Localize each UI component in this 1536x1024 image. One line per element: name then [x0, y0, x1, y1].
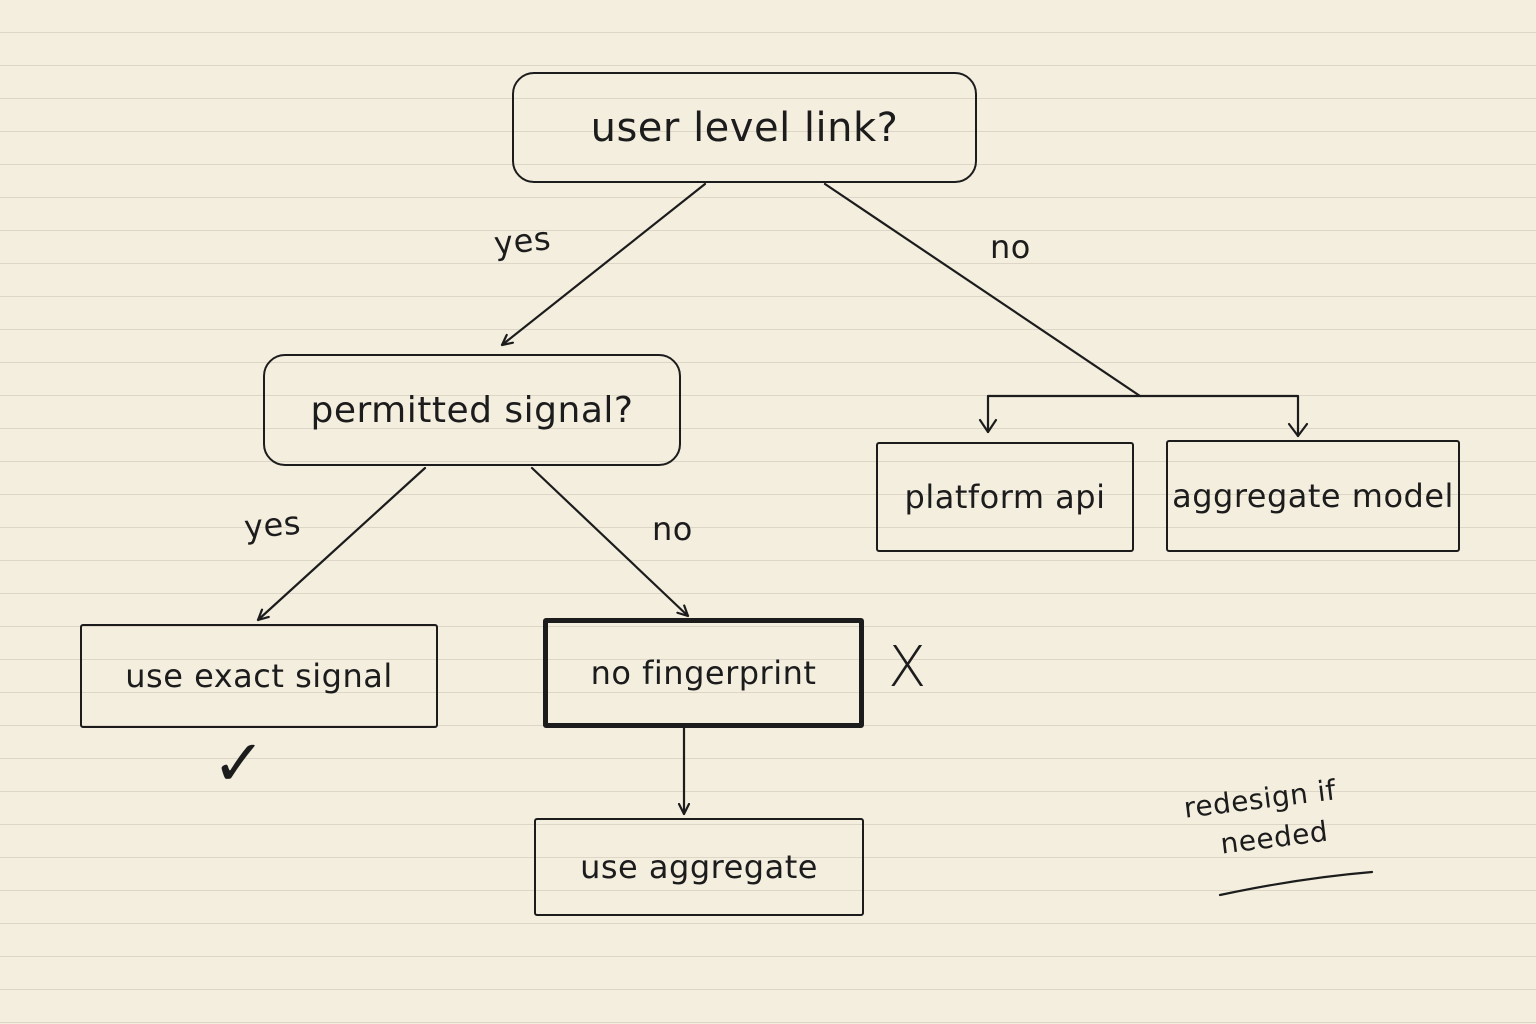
- decision-permitted-signal-label: permitted signal?: [310, 389, 634, 431]
- box-use-exact-signal: use exact signal: [80, 624, 438, 728]
- arrowhead-platform-api: [978, 418, 998, 434]
- edge-label-permitted-no: no: [652, 510, 693, 548]
- edge-label-permitted-yes: yes: [242, 503, 303, 547]
- decision-user-level-link: user level link?: [512, 72, 977, 183]
- edge-permitted-to-nofingerprint: [530, 466, 690, 618]
- edge-root-to-split: [823, 182, 1142, 398]
- edge-permitted-to-exact: [256, 466, 427, 622]
- box-aggregate-model-label: aggregate model: [1172, 477, 1454, 515]
- box-aggregate-model: aggregate model: [1166, 440, 1460, 552]
- box-use-aggregate: use aggregate: [534, 818, 864, 916]
- edge-split-bracket: [986, 394, 1300, 438]
- box-platform-api-label: platform api: [904, 478, 1106, 516]
- note-line-2: needed: [1218, 814, 1330, 861]
- box-use-exact-signal-label: use exact signal: [125, 657, 393, 695]
- note-underline: [1218, 870, 1374, 897]
- edge-label-root-no: no: [990, 228, 1031, 266]
- edge-root-to-permitted: [500, 182, 707, 347]
- edge-label-root-yes: yes: [492, 219, 553, 263]
- check-mark-icon: ✓: [212, 727, 266, 801]
- cross-mark-icon: X: [888, 635, 927, 700]
- arrowhead-aggregate-model: [1287, 422, 1309, 438]
- decision-permitted-signal: permitted signal?: [263, 354, 681, 466]
- box-platform-api: platform api: [876, 442, 1134, 552]
- box-no-fingerprint-label: no fingerprint: [590, 654, 817, 692]
- box-no-fingerprint: no fingerprint: [543, 618, 864, 728]
- decision-user-level-link-label: user level link?: [590, 104, 899, 151]
- box-use-aggregate-label: use aggregate: [580, 848, 818, 886]
